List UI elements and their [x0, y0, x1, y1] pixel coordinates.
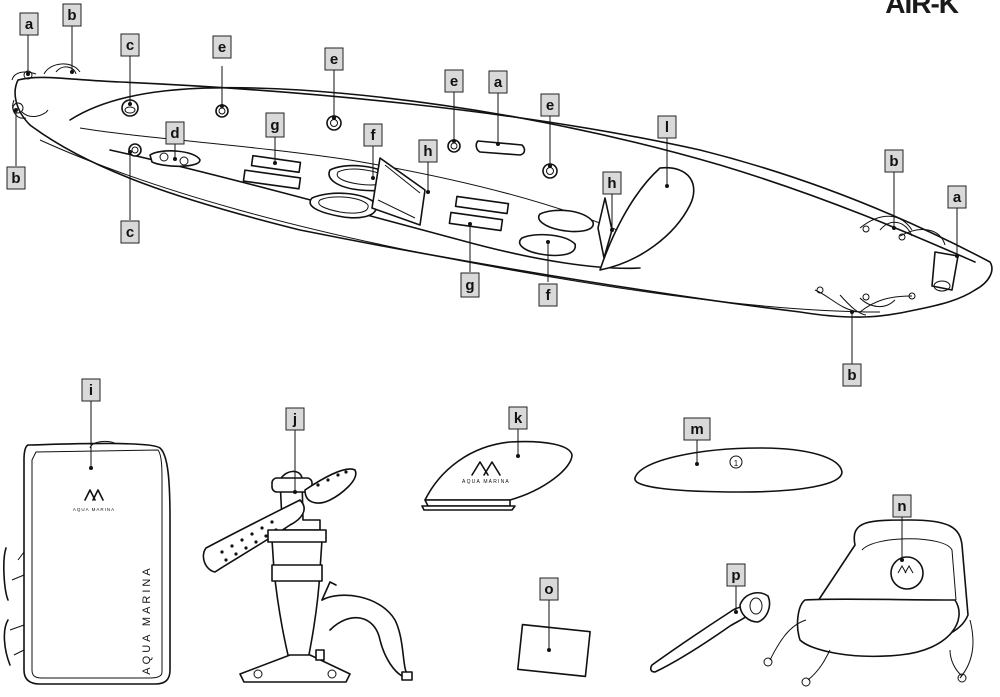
label-d: d: [166, 122, 184, 144]
svg-text:a: a: [953, 189, 962, 206]
svg-text:a: a: [494, 74, 503, 91]
valve-wrench-illustration: [651, 593, 770, 672]
svg-text:b: b: [11, 170, 20, 187]
label-b-bow-top: b: [63, 4, 81, 26]
backpack-vertical-brand: AQUA MARINA: [141, 565, 153, 674]
svg-text:e: e: [330, 51, 338, 68]
label-p: p: [727, 564, 745, 586]
svg-text:o: o: [544, 581, 553, 598]
svg-text:b: b: [889, 153, 898, 170]
svg-text:a: a: [25, 16, 34, 33]
svg-text:e: e: [546, 97, 554, 114]
label-h-2: h: [603, 172, 621, 194]
backpack-illustration: AQUA MARINA AQUA MARINA: [4, 441, 170, 684]
svg-text:b: b: [847, 367, 856, 384]
svg-text:n: n: [897, 498, 906, 515]
label-k: k: [509, 407, 527, 429]
svg-text:i: i: [89, 382, 93, 399]
label-a-stern: a: [948, 186, 966, 208]
label-h-1: h: [419, 140, 437, 162]
svg-text:j: j: [292, 411, 297, 428]
keel-fin-illustration: 1: [635, 448, 842, 492]
label-a-bow: a: [20, 13, 38, 35]
label-j: j: [286, 408, 304, 430]
fin-number: 1: [734, 459, 739, 468]
label-f-1: f: [364, 124, 382, 146]
svg-text:k: k: [514, 410, 523, 427]
label-e-1: e: [213, 36, 231, 58]
label-m: m: [684, 418, 710, 440]
seat-illustration: [764, 520, 973, 686]
svg-text:m: m: [690, 421, 703, 438]
label-e-2: e: [325, 48, 343, 70]
label-b-stern-top: b: [885, 150, 903, 172]
label-b-stern-bottom: b: [843, 364, 861, 386]
svg-text:l: l: [665, 119, 669, 136]
label-e-3: e: [445, 70, 463, 92]
svg-text:h: h: [607, 175, 616, 192]
svg-text:d: d: [170, 125, 179, 142]
svg-text:g: g: [270, 117, 279, 134]
repair-patch-illustration: [518, 625, 590, 677]
fin-brand-text: AQUA MARINA: [462, 479, 510, 485]
label-b-bow-side: b: [7, 167, 25, 189]
kayak-illustration: [12, 64, 992, 317]
svg-text:e: e: [450, 73, 458, 90]
label-e-4: e: [541, 94, 559, 116]
label-i: i: [82, 379, 100, 401]
label-g-1: g: [266, 113, 284, 137]
svg-text:e: e: [218, 39, 226, 56]
label-c-top: c: [121, 34, 139, 56]
fin-illustration: AQUA MARINA: [422, 442, 572, 510]
label-g-2: g: [461, 273, 479, 297]
backpack-brand-text: AQUA MARINA: [73, 507, 115, 512]
svg-text:b: b: [67, 7, 76, 24]
svg-text:h: h: [423, 143, 432, 160]
label-f-2: f: [539, 284, 557, 306]
label-n: n: [893, 495, 911, 517]
pump-illustration: [203, 469, 412, 682]
svg-text:c: c: [126, 37, 134, 54]
label-l: l: [658, 116, 676, 138]
label-o: o: [540, 578, 558, 600]
svg-text:c: c: [126, 224, 134, 241]
model-title: AIR-K: [885, 0, 958, 20]
svg-text:p: p: [731, 567, 740, 584]
label-c-bottom: c: [121, 221, 139, 243]
svg-text:g: g: [465, 277, 474, 294]
label-a-mid: a: [489, 71, 507, 93]
